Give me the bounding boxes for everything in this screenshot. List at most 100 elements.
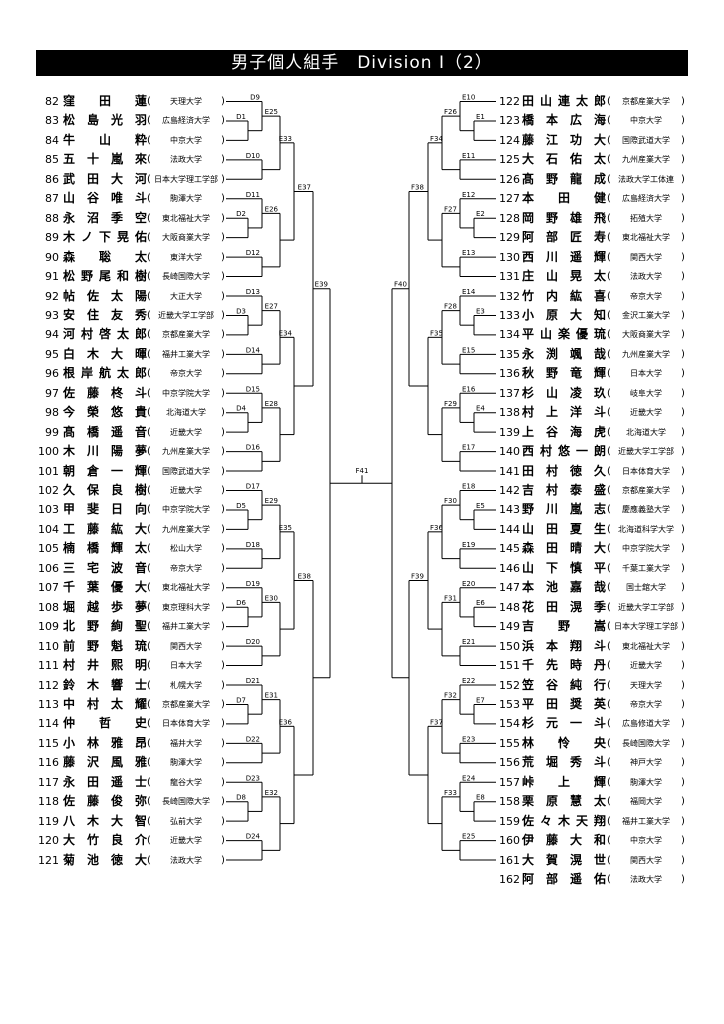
seed-number: 144 (499, 522, 520, 536)
paren-open: ( (607, 426, 611, 438)
match-label: F37 (430, 718, 443, 726)
match-label: E4 (476, 405, 485, 413)
paren-close: ) (221, 271, 225, 283)
paren-close: ) (681, 698, 685, 710)
seed-number: 118 (38, 795, 59, 809)
player-name: 野川嵐志 (522, 502, 606, 517)
player-name: 河村啓太郎 (63, 327, 147, 342)
player-name: 安住友秀 (63, 307, 147, 322)
match-label: D10 (246, 152, 260, 160)
paren-open: ( (147, 154, 151, 166)
paren-close: ) (221, 757, 225, 769)
paren-close: ) (221, 543, 225, 555)
seed-number: 127 (499, 192, 520, 206)
affiliation: 中京学院大学 (162, 505, 210, 515)
match-label: E16 (462, 385, 476, 393)
seed-number: 126 (499, 172, 520, 186)
player-name: 仲哲史 (63, 716, 147, 731)
paren-open: ( (607, 115, 611, 127)
affiliation: 慶應義塾大学 (622, 505, 670, 515)
seed-number: 141 (499, 464, 520, 478)
match-label: F40 (394, 281, 407, 289)
player-name: 村上洋斗 (522, 405, 606, 420)
match-label: D16 (246, 444, 261, 452)
seed-number: 107 (38, 581, 59, 595)
match-label: E18 (462, 483, 475, 491)
paren-close: ) (221, 504, 225, 516)
paren-close: ) (681, 504, 685, 516)
affiliation: 東北福祉大学 (622, 641, 670, 651)
player-name: 佐藤柊斗 (63, 385, 147, 400)
affiliation: 大阪商業大学 (162, 233, 210, 243)
player-name: 竹内紘喜 (522, 288, 606, 303)
paren-close: ) (681, 737, 685, 749)
match-label: D21 (246, 677, 260, 685)
seed-number: 105 (38, 542, 59, 556)
match-label: F39 (411, 572, 424, 580)
match-label: F32 (444, 692, 457, 700)
seed-number: 156 (499, 756, 520, 770)
affiliation: 中京学院大学 (622, 544, 670, 554)
player-name: 永渕颯哉 (522, 346, 606, 361)
affiliation: 龍谷大学 (170, 777, 202, 787)
paren-close: ) (221, 640, 225, 652)
seed-number: 133 (499, 308, 520, 322)
paren-open: ( (147, 660, 151, 672)
seed-number: 154 (499, 717, 520, 731)
seed-number: 119 (38, 814, 59, 828)
player-name: 森田晴大 (522, 541, 606, 556)
affiliation: 広島修道大学 (622, 719, 670, 729)
match-label: E17 (462, 444, 475, 452)
affiliation: 神戸大学 (630, 758, 662, 768)
paren-open: ( (607, 407, 611, 419)
match-label: E32 (265, 789, 278, 797)
paren-close: ) (681, 776, 685, 788)
affiliation: 福井工業大学 (162, 349, 210, 359)
seed-number: 137 (499, 386, 520, 400)
paren-close: ) (681, 835, 685, 847)
player-name: 花田滉季 (522, 599, 606, 614)
paren-close: ) (221, 601, 225, 613)
paren-close: ) (221, 309, 225, 321)
match-label: D24 (246, 833, 261, 841)
seed-number: 84 (45, 133, 59, 147)
paren-close: ) (681, 387, 685, 399)
affiliation: 大正大学 (170, 291, 202, 301)
paren-open: ( (147, 329, 151, 341)
seed-number: 112 (38, 678, 59, 692)
paren-close: ) (221, 796, 225, 808)
player-name: 荒堀秀斗 (522, 755, 606, 770)
paren-open: ( (147, 446, 151, 458)
player-name: 岡野雄飛 (522, 210, 606, 225)
player-name: 藤江功大 (522, 132, 606, 147)
player-name: 吉野嵩 (522, 619, 606, 634)
paren-close: ) (221, 96, 225, 107)
paren-open: ( (147, 193, 151, 205)
paren-open: ( (147, 309, 151, 321)
player-name: 武田大河 (63, 171, 147, 186)
player-name: 本池嘉哉 (522, 580, 606, 595)
match-label: D14 (246, 346, 261, 354)
affiliation: 日本大学理工学部 (614, 622, 678, 632)
seed-number: 82 (45, 95, 59, 108)
match-label: D8 (236, 794, 246, 802)
paren-open: ( (147, 679, 151, 691)
seed-number: 110 (38, 639, 59, 653)
paren-close: ) (681, 757, 685, 769)
player-name: 阿部匠寿 (522, 230, 606, 245)
